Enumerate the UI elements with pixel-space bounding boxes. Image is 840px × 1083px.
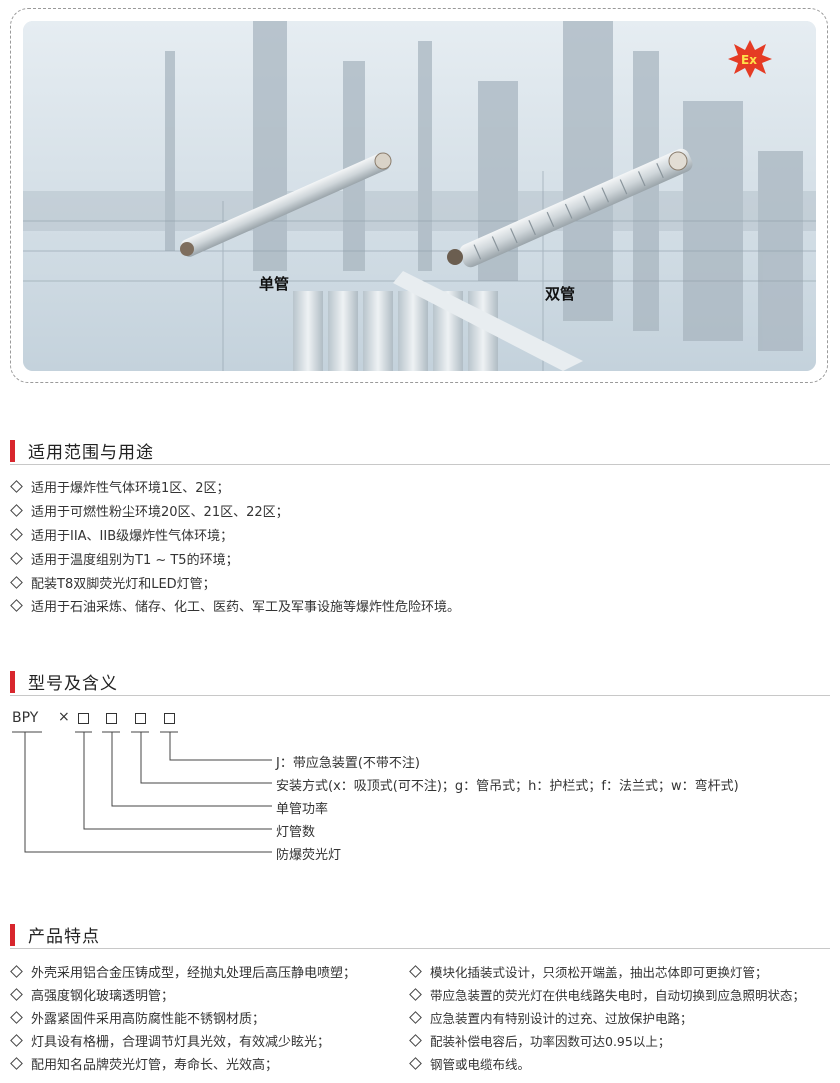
feature-item-left: 外壳采用铝合金压铸成型，经抛丸处理后高压静电喷塑； (10, 962, 357, 981)
feature-text: 外壳采用铝合金压铸成型，经抛丸处理后高压静电喷塑； (31, 966, 357, 981)
diamond-bullet-icon (409, 1011, 422, 1024)
diamond-bullet-icon (409, 1034, 422, 1047)
model-placeholder-box (164, 713, 175, 724)
model-placeholder-box (78, 713, 89, 724)
diamond-bullet-icon (10, 504, 23, 517)
diamond-bullet-icon (10, 988, 23, 1001)
scope-item-text: 适用于IIA、IIB级爆炸性气体环境； (31, 529, 234, 544)
double-tube-lamp (447, 148, 693, 268)
feature-item-right: 应急装置内有特别设计的过充、过放保护电路； (409, 1008, 693, 1027)
section-accent-bar (10, 924, 15, 946)
model-placeholder-box (106, 713, 117, 724)
feature-item-left: 灯具设有格栅，合理调节灯具光效，有效减少眩光； (10, 1031, 331, 1050)
scope-item-text: 配装T8双脚荧光灯和LED灯管； (31, 577, 216, 592)
feature-text: 高强度钢化玻璃透明管； (31, 989, 175, 1004)
diamond-bullet-icon (10, 480, 23, 493)
section-title-model: 型号及含义 (28, 674, 118, 694)
diamond-bullet-icon (10, 965, 23, 978)
section-header-model: 型号及含义 (10, 669, 830, 696)
diamond-bullet-icon (409, 965, 422, 978)
scope-item-text: 适用于温度组别为T1 ~ T5的环境； (31, 553, 239, 568)
feature-text: 应急装置内有特别设计的过充、过放保护电路； (430, 1011, 693, 1026)
model-meaning: 安装方式(x：吸顶式(可不注)；g：管吊式；h：护栏式；f：法兰式；w：弯杆式) (276, 779, 739, 794)
diamond-bullet-icon (409, 988, 422, 1001)
diamond-bullet-icon (10, 1011, 23, 1024)
feature-item-left: 高强度钢化玻璃透明管； (10, 985, 175, 1004)
scope-item-text: 适用于可燃性粉尘环境20区、21区、22区； (31, 505, 289, 520)
diamond-bullet-icon (10, 1034, 23, 1047)
feature-text: 带应急装置的荧光灯在供电线路失电时，自动切换到应急照明状态； (430, 988, 806, 1003)
diamond-bullet-icon (10, 576, 23, 589)
section-header-features: 产品特点 (10, 922, 830, 949)
hero-product-photo: 单管 双管 (23, 21, 816, 371)
diamond-bullet-icon (409, 1057, 422, 1070)
feature-item-right: 配装补偿电容后，功率因数可达0.95以上； (409, 1031, 671, 1050)
ex-explosion-proof-icon: Ex (728, 40, 772, 78)
scope-item: 配装T8双脚荧光灯和LED灯管； (10, 573, 216, 592)
scope-item: 适用于IIA、IIB级爆炸性气体环境； (10, 525, 234, 544)
diamond-bullet-icon (10, 1057, 23, 1070)
label-double-tube: 双管 (545, 285, 576, 303)
scope-item: 适用于温度组别为T1 ~ T5的环境； (10, 549, 239, 568)
scope-item: 适用于可燃性粉尘环境20区、21区、22区； (10, 501, 289, 520)
model-placeholder-box (135, 713, 146, 724)
model-meaning: 防爆荧光灯 (276, 848, 342, 863)
model-meaning: 灯管数 (276, 825, 316, 840)
section-accent-bar (10, 671, 15, 693)
label-single-tube: 单管 (259, 275, 290, 293)
feature-item-left: 配用知名品牌荧光灯管，寿命长、光效高； (10, 1054, 279, 1073)
model-meaning: J：带应急装置(不带不注) (276, 756, 420, 771)
feature-item-left: 外露紧固件采用高防腐性能不锈钢材质； (10, 1008, 266, 1027)
feature-text: 配用知名品牌荧光灯管，寿命长、光效高； (31, 1058, 279, 1073)
diamond-bullet-icon (10, 528, 23, 541)
diamond-bullet-icon (10, 599, 23, 612)
ex-badge-text: Ex (741, 53, 757, 67)
scope-item: 适用于石油采炼、储存、化工、医药、军工及军事设施等爆炸性危险环境。 (10, 596, 461, 615)
section-title-features: 产品特点 (28, 927, 100, 947)
scope-item-text: 适用于石油采炼、储存、化工、医药、军工及军事设施等爆炸性危险环境。 (31, 600, 461, 615)
feature-text: 钢管或电缆布线。 (430, 1057, 531, 1072)
model-connector-lines (12, 731, 272, 853)
industrial-plant-background (23, 21, 816, 371)
scope-item-text: 适用于爆炸性气体环境1区、2区； (31, 481, 230, 496)
feature-text: 配装补偿电容后，功率因数可达0.95以上； (430, 1034, 671, 1049)
feature-item-right: 带应急装置的荧光灯在供电线路失电时，自动切换到应急照明状态； (409, 985, 806, 1004)
scope-item: 适用于爆炸性气体环境1区、2区； (10, 477, 230, 496)
diamond-bullet-icon (10, 552, 23, 565)
model-prefix: BPY (12, 710, 39, 726)
section-accent-bar (10, 440, 15, 462)
feature-text: 灯具设有格栅，合理调节灯具光效，有效减少眩光； (31, 1035, 331, 1050)
section-title-scope: 适用范围与用途 (28, 443, 154, 463)
feature-item-right: 模块化插装式设计，只须松开端盖，抽出芯体即可更换灯管； (409, 962, 768, 981)
hero-frame: 单管 双管 Ex (10, 8, 828, 383)
model-separator: × (58, 709, 70, 725)
model-meaning: 单管功率 (276, 802, 329, 817)
feature-text: 外露紧固件采用高防腐性能不锈钢材质； (31, 1012, 266, 1027)
section-header-scope: 适用范围与用途 (10, 438, 830, 465)
feature-item-right: 钢管或电缆布线。 (409, 1054, 531, 1073)
single-tube-lamp (180, 152, 392, 257)
feature-text: 模块化插装式设计，只须松开端盖，抽出芯体即可更换灯管； (430, 965, 768, 980)
